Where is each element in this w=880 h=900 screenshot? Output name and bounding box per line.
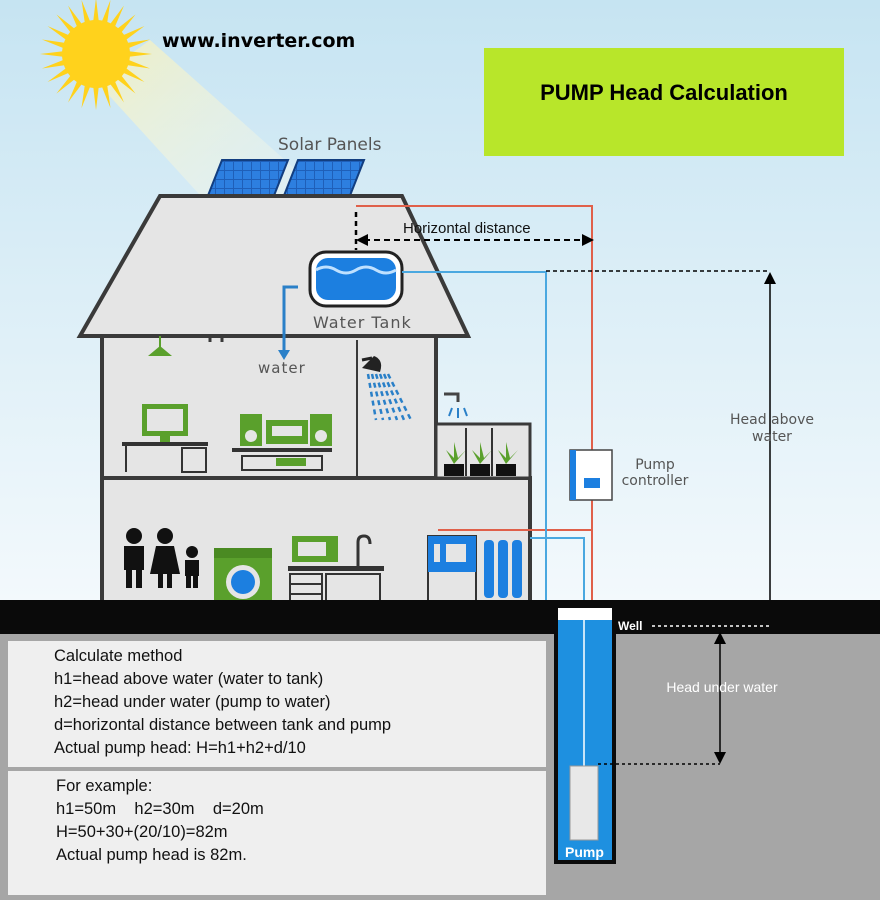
method-line: d=horizontal distance between tank and p… — [54, 716, 392, 734]
tv-stand — [232, 414, 332, 471]
sun-ray — [56, 14, 76, 34]
label-water-tank: Water Tank — [313, 313, 412, 332]
sun-ray — [126, 59, 151, 69]
site-url[interactable]: www.inverter.com — [162, 30, 356, 52]
label-solar-panels: Solar Panels — [278, 135, 382, 155]
method-line: Actual pump head: H=h1+h2+d/10 — [54, 739, 306, 757]
shower-drop — [378, 373, 399, 421]
kitchen-counter — [288, 534, 384, 607]
sun-ray — [40, 51, 65, 57]
sun-ray — [68, 5, 83, 28]
label-head-under-water: Head under water — [666, 679, 778, 695]
sun-ray — [109, 80, 124, 103]
sun-ray — [56, 74, 76, 94]
sun-ray — [101, 84, 111, 109]
water-tank — [308, 212, 404, 308]
shower-drop — [374, 373, 392, 421]
water-down-arrow — [282, 285, 298, 352]
method-line: Calculate method — [54, 647, 183, 665]
sun-ray — [122, 26, 145, 41]
pump-controller-icon — [569, 449, 613, 501]
shower-icon — [361, 356, 413, 421]
horizontal-distance-arrow — [356, 234, 594, 246]
label-head-above-water: Head above water — [730, 412, 814, 445]
example-line: H=50+30+(20/10)=82m — [56, 823, 228, 841]
sun-ray — [116, 74, 136, 94]
shower-drop — [370, 373, 385, 421]
sun-ray — [68, 80, 83, 103]
title-banner: PUMP Head Calculation — [484, 48, 844, 156]
sun-ray — [122, 67, 145, 82]
label-horizontal-distance: Horizontal distance — [403, 220, 531, 237]
method-line: h1=head above water (water to tank) — [54, 670, 324, 688]
calculate-method-box: Calculate method h1=head above water (wa… — [8, 641, 546, 767]
label-water: water — [258, 359, 306, 377]
sun-ray — [41, 39, 66, 49]
sun-ray — [109, 5, 124, 28]
head-under-arrow — [598, 625, 770, 765]
sun-ray — [81, 0, 91, 24]
sun-ray — [47, 26, 70, 41]
water-purifier — [427, 535, 522, 603]
sun-ray — [81, 84, 91, 109]
example-line: h1=50m h2=30m d=20m — [56, 800, 264, 818]
example-line: For example: — [56, 777, 153, 795]
family-people — [124, 528, 199, 588]
example-box: For example: h1=50m h2=30m d=20m H=50+30… — [8, 771, 546, 895]
sun-ray — [127, 51, 152, 57]
page-title: PUMP Head Calculation — [540, 80, 788, 105]
well-shaft — [554, 604, 616, 864]
sun-ray — [126, 39, 151, 49]
washing-machine — [214, 548, 272, 608]
sun-icon — [40, 0, 152, 110]
sun-ray — [47, 67, 70, 82]
garden-tap — [444, 392, 468, 418]
sun-ray — [116, 14, 136, 34]
label-pump-controller: Pump controller — [621, 457, 689, 489]
sun-ray — [93, 0, 99, 23]
sun-ray — [93, 85, 99, 110]
example-line: Actual pump head is 82m. — [56, 846, 247, 864]
balcony-plants — [444, 428, 518, 476]
method-line: h2=head under water (pump to water) — [54, 693, 331, 711]
shower-drop — [366, 373, 378, 421]
sun-disc — [62, 20, 130, 88]
sun-ray — [101, 0, 111, 24]
sun-ray — [41, 59, 66, 69]
ground-surface — [0, 600, 880, 634]
desk-computer — [122, 404, 208, 473]
ceiling-lamp — [148, 336, 172, 356]
label-pump: Pump — [565, 844, 604, 860]
label-well: Well — [618, 619, 643, 633]
